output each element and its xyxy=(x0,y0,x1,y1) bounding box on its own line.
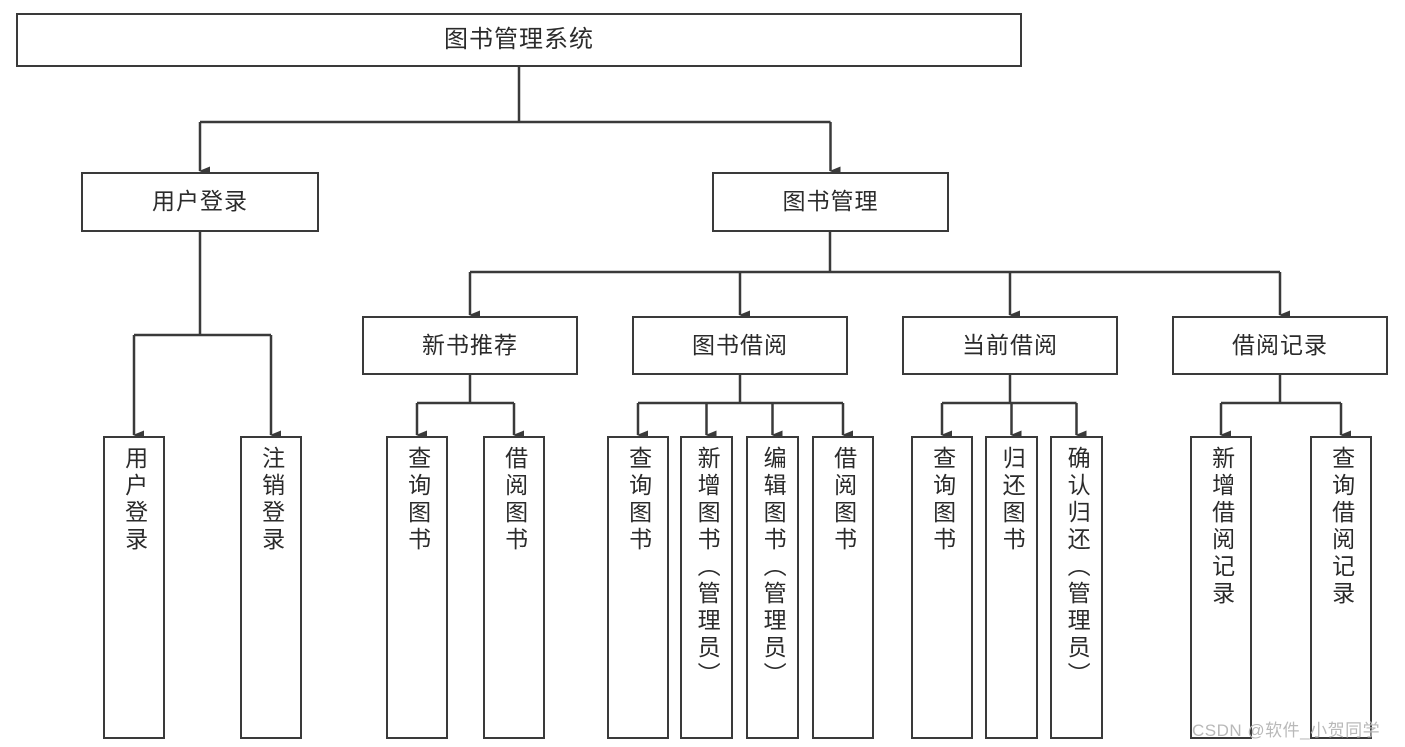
node-leaf-query-book-b: 查询图书 xyxy=(607,436,669,739)
node-label: 新书推荐 xyxy=(422,331,518,358)
node-book-borrow: 图书借阅 xyxy=(632,316,848,375)
node-label: 归还图书 xyxy=(999,446,1026,554)
node-label: 查询图书 xyxy=(404,446,431,554)
node-label: 注销登录 xyxy=(258,446,285,554)
node-label: 图书管理系统 xyxy=(444,25,594,53)
node-label: 借阅图书 xyxy=(830,446,857,554)
node-label: 用户登录 xyxy=(121,446,148,554)
node-leaf-borrow-book-a: 借阅图书 xyxy=(483,436,545,739)
node-label: 借阅记录 xyxy=(1232,331,1328,358)
node-label: 当前借阅 xyxy=(962,331,1058,358)
node-label: 确认归还（管理员） xyxy=(1064,446,1091,689)
node-leaf-add-book: 新增图书（管理员） xyxy=(680,436,733,739)
node-label: 新增借阅记录 xyxy=(1208,446,1235,608)
node-label: 查询图书 xyxy=(929,446,956,554)
node-label: 新增图书（管理员） xyxy=(694,446,721,689)
node-label: 借阅图书 xyxy=(501,446,528,554)
node-label: 用户登录 xyxy=(152,188,248,215)
node-leaf-user-logout: 注销登录 xyxy=(240,436,302,739)
node-leaf-borrow-book-b: 借阅图书 xyxy=(812,436,874,739)
node-leaf-query-book-a: 查询图书 xyxy=(386,436,448,739)
node-leaf-confirm-ret: 确认归还（管理员） xyxy=(1050,436,1103,739)
node-label: 图书管理 xyxy=(782,188,879,215)
node-leaf-add-record: 新增借阅记录 xyxy=(1190,436,1252,739)
node-leaf-user-login: 用户登录 xyxy=(103,436,165,739)
node-label: 图书借阅 xyxy=(692,331,788,358)
node-new-book-rec: 新书推荐 xyxy=(362,316,578,375)
node-leaf-return-book: 归还图书 xyxy=(985,436,1038,739)
node-label: 查询图书 xyxy=(625,446,652,554)
node-current-borrow: 当前借阅 xyxy=(902,316,1118,375)
node-book-manage: 图书管理 xyxy=(712,172,949,232)
node-label: 编辑图书（管理员） xyxy=(760,446,787,689)
node-user-login: 用户登录 xyxy=(81,172,319,232)
node-leaf-query-record: 查询借阅记录 xyxy=(1310,436,1372,739)
node-label: 查询借阅记录 xyxy=(1328,446,1355,608)
node-leaf-edit-book: 编辑图书（管理员） xyxy=(746,436,799,739)
node-root: 图书管理系统 xyxy=(16,13,1022,67)
node-leaf-query-book-c: 查询图书 xyxy=(911,436,973,739)
node-borrow-record: 借阅记录 xyxy=(1172,316,1388,375)
